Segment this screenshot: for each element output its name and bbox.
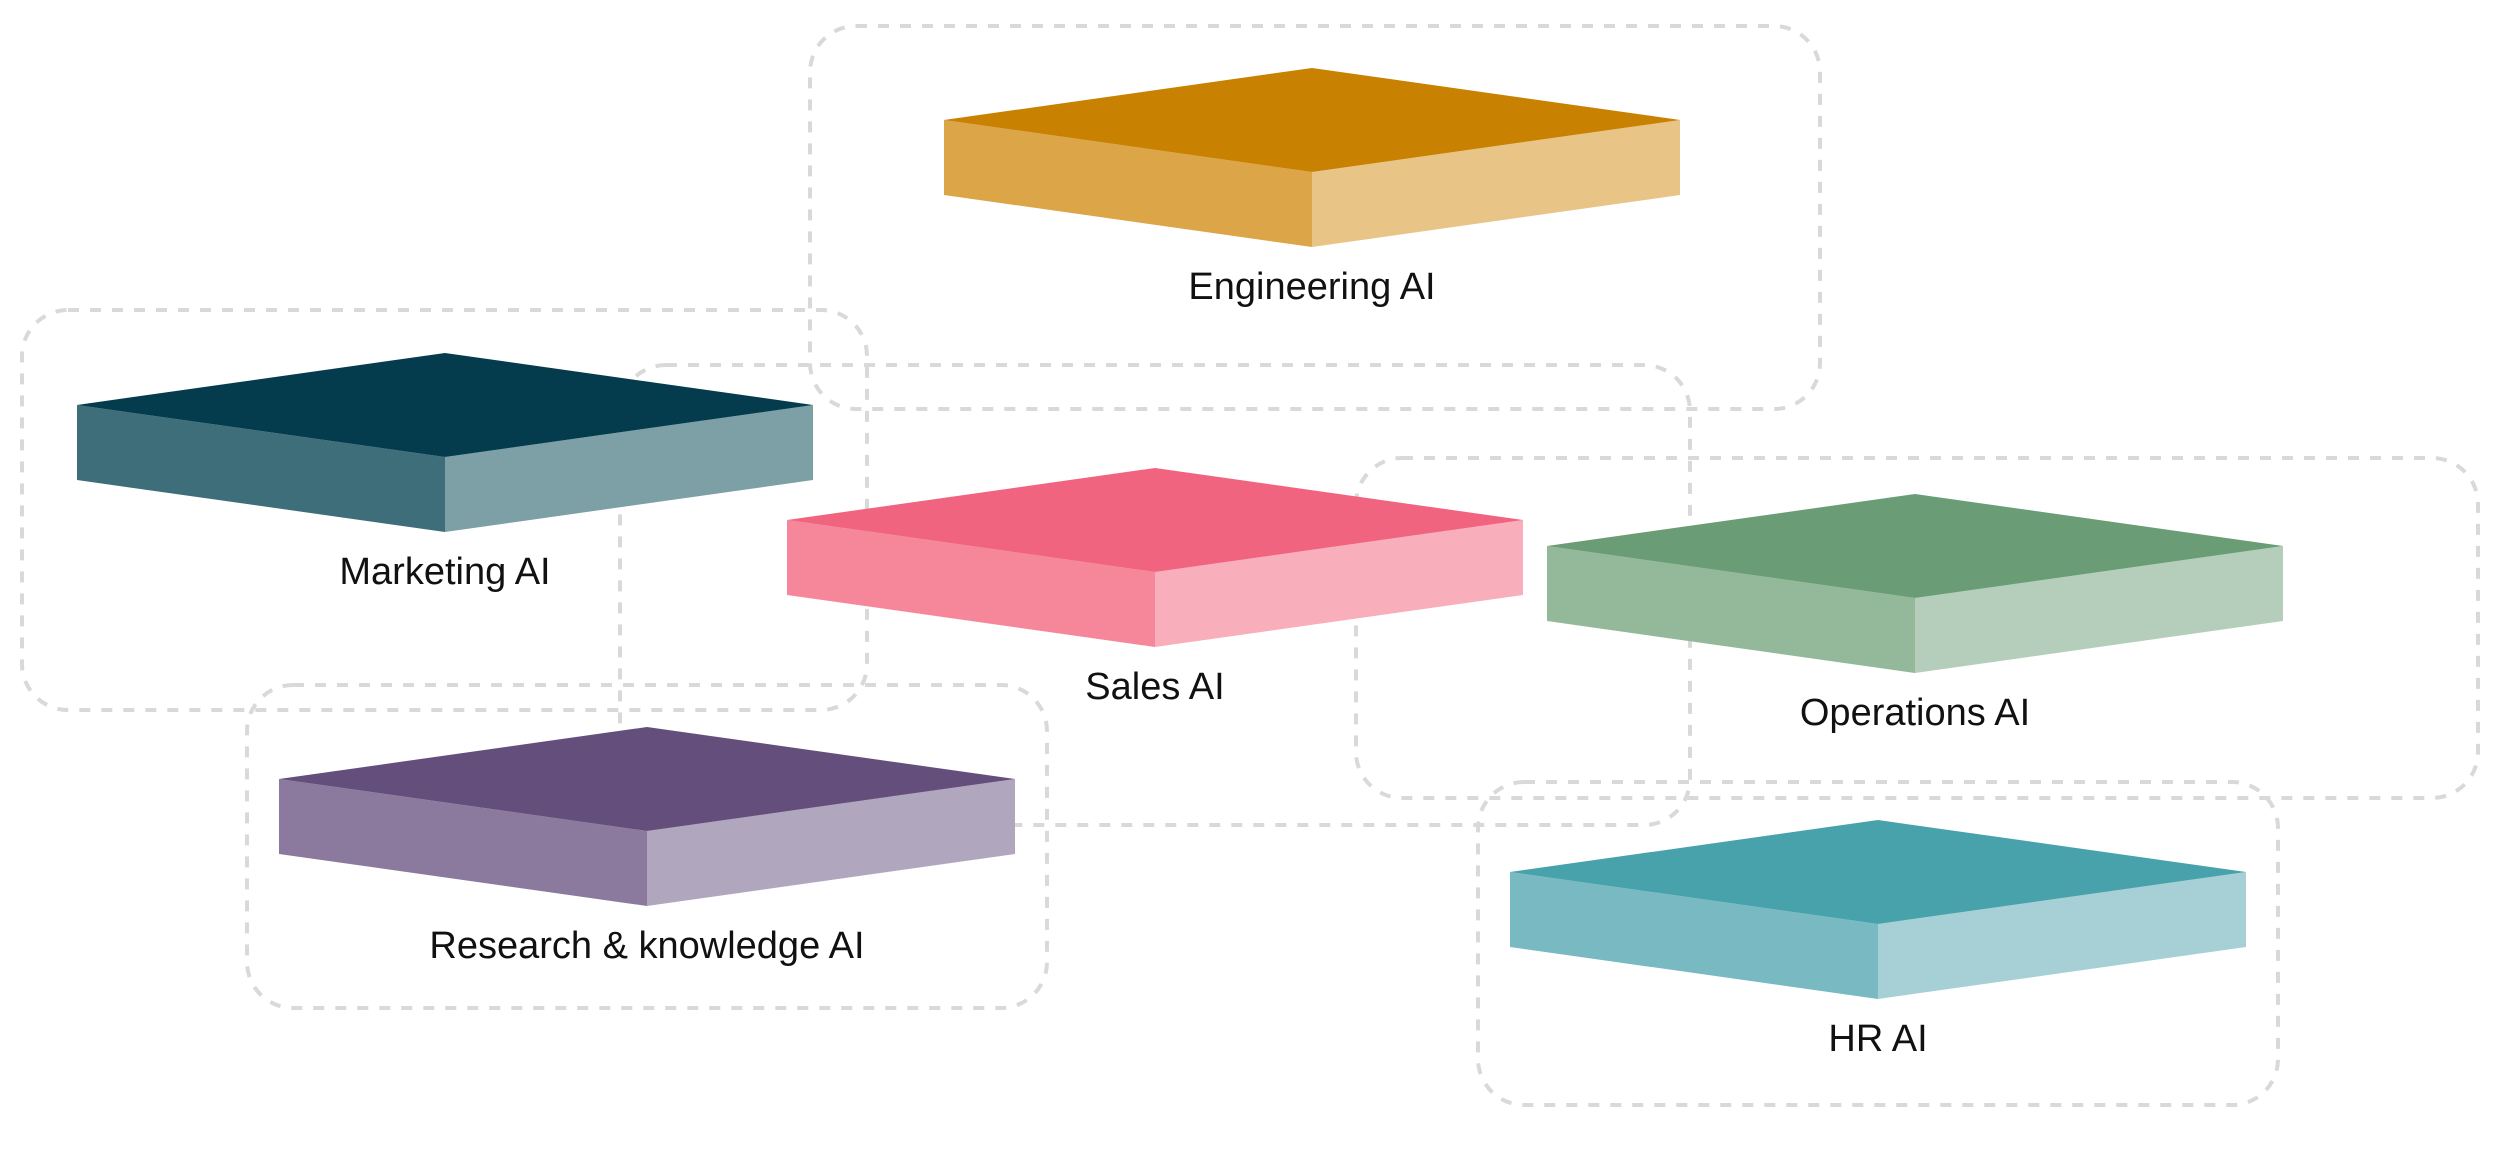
slab-top-face: [1547, 494, 2283, 598]
slab-right-face: [1878, 872, 2246, 999]
module-sales: Sales AI: [787, 468, 1523, 708]
slab-left-face: [787, 520, 1155, 647]
group-frame-marketing: [20, 308, 869, 712]
slab-top-face: [1510, 820, 2246, 924]
module-label-engineering: Engineering AI: [1188, 266, 1435, 308]
module-label-marketing: Marketing AI: [339, 551, 550, 593]
slab-top-face: [944, 68, 1680, 172]
group-frame-operations: [1354, 456, 2480, 800]
module-label-hr: HR AI: [1828, 1018, 1927, 1060]
module-label-operations: Operations AI: [1800, 692, 2030, 734]
slab-left-face: [944, 120, 1312, 247]
group-frame-engineering: [808, 24, 1822, 411]
slab-right-face: [445, 405, 813, 532]
module-blocks: Engineering AI Marketing AI Sales AI Operat…: [77, 68, 2283, 1060]
slab-top-face: [279, 727, 1015, 831]
group-frame-hr: [1476, 780, 2280, 1107]
slab-right-face: [1155, 520, 1523, 647]
module-engineering: Engineering AI: [944, 68, 1680, 308]
slab-right-face: [1312, 120, 1680, 247]
module-operations: Operations AI: [1547, 494, 2283, 734]
module-label-sales: Sales AI: [1085, 666, 1224, 708]
slab-top-face: [787, 468, 1523, 572]
group-frame-research: [245, 683, 1049, 1010]
slab-left-face: [1510, 872, 1878, 999]
slab-left-face: [1547, 546, 1915, 673]
slab-left-face: [77, 405, 445, 532]
slab-right-face: [1915, 546, 2283, 673]
group-frames: [20, 24, 2480, 1107]
slab-top-face: [77, 353, 813, 457]
slab-left-face: [279, 779, 647, 906]
module-hr: HR AI: [1510, 820, 2246, 1060]
slab-right-face: [647, 779, 1015, 906]
module-research: Research & knowledge AI: [279, 727, 1015, 967]
module-marketing: Marketing AI: [77, 353, 813, 593]
module-label-research: Research & knowledge AI: [429, 925, 864, 967]
